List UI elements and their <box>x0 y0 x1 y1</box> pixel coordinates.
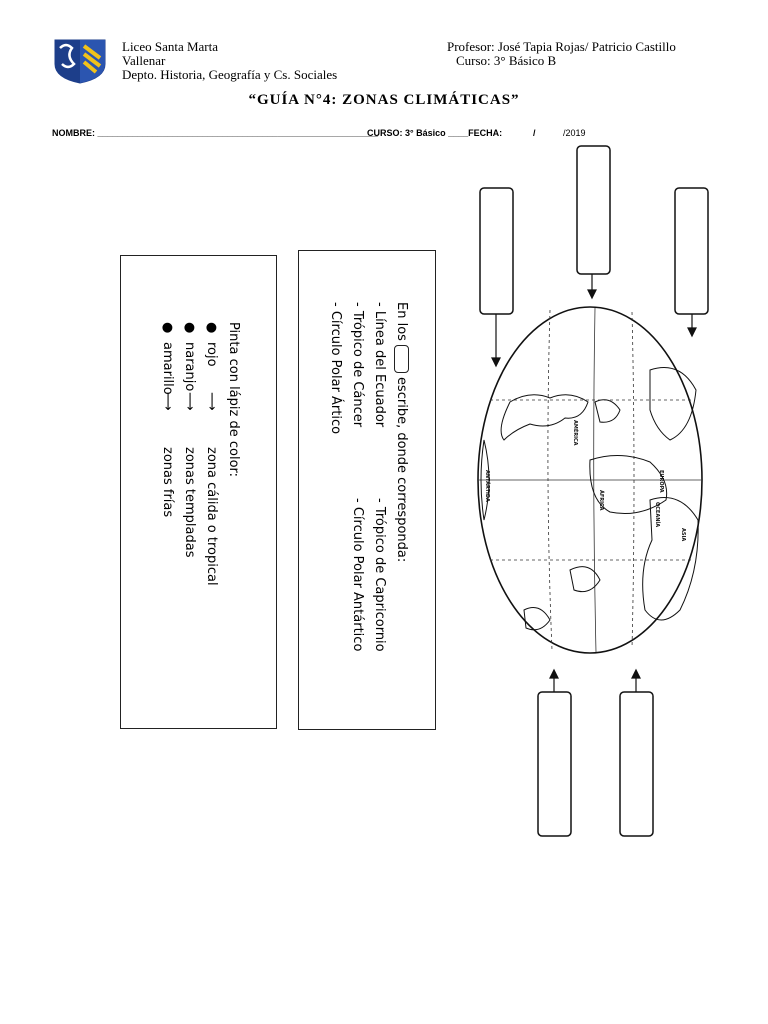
instructions-text: En losescribe, donde corresponda: - Líne… <box>324 302 412 652</box>
zone-name: zonas frías <box>160 447 175 518</box>
coloring-row: ● rojo ⟶ zona cálida o tropical <box>200 322 222 586</box>
color-name: amarillo <box>160 342 175 395</box>
coloring-row: ● naranjo ⟶ zonas templadas <box>178 322 200 557</box>
color-name: naranjo <box>182 342 197 392</box>
zone-name: zona cálida o tropical <box>204 447 219 586</box>
coloring-intro: Pinta con lápiz de color: <box>226 322 241 478</box>
teacher-name: Profesor: José Tapia Rojas/ Patricio Cas… <box>447 39 676 54</box>
answer-box-bottom-left[interactable] <box>537 691 572 837</box>
page-title: “GUÍA N°4: ZONAS CLIMÁTICAS” <box>248 92 520 108</box>
name-field[interactable]: NOMBRE: ________________________________… <box>52 128 378 138</box>
continent-antarctica <box>480 439 490 521</box>
coloring-text: Pinta con lápiz de color: ● rojo ⟶ zona … <box>156 322 244 586</box>
label-antartida: ANTÁRTIDA <box>484 470 491 502</box>
label-america: AMÉRICA <box>572 420 580 446</box>
zone-name: zonas templadas <box>182 447 197 558</box>
continent-africa <box>589 455 668 514</box>
coloring-box <box>120 255 277 729</box>
instructions-box <box>298 250 436 730</box>
instruction-item: - Línea del Ecuador - Trópico de Caprico… <box>372 302 387 652</box>
answer-box-right[interactable] <box>674 187 709 315</box>
school-city: Vallenar <box>122 53 166 68</box>
answer-box-top[interactable] <box>576 145 611 275</box>
continent-asia <box>642 497 699 621</box>
answer-box-bottom-right[interactable] <box>619 691 654 837</box>
label-asia: ASIA <box>680 528 686 541</box>
arrow-icon <box>491 274 697 692</box>
color-name: rojo <box>204 342 219 367</box>
arrow-icon: ⟶ <box>204 392 219 411</box>
school-logo <box>54 39 106 84</box>
instruction-item: - Círculo Polar Ártico <box>328 302 343 435</box>
label-africa: ÁFRICA <box>598 490 605 511</box>
course-info: Curso: 3° Básico B <box>456 53 557 68</box>
instructions-intro: En losescribe, donde corresponda: <box>394 302 409 563</box>
date-slash: / <box>533 128 536 138</box>
continent-america <box>500 394 589 441</box>
continent-europe <box>649 367 697 441</box>
department: Depto. Historia, Geografía y Cs. Sociale… <box>122 67 338 82</box>
course-date-field[interactable]: CURSO: 3° Básico ____FECHA: <box>367 128 503 138</box>
instruction-item: - Trópico de Cáncer - Círculo Polar Antá… <box>350 302 365 652</box>
coloring-row: ● amarillo ⟶ zonas frías <box>156 322 178 517</box>
label-oceania: OCEANÍA <box>654 502 662 527</box>
answer-box-left[interactable] <box>479 187 514 315</box>
arrow-icon: ⟶ <box>182 392 197 411</box>
school-name: Liceo Santa Marta <box>122 39 219 54</box>
answer-box-sample <box>394 344 409 373</box>
label-europa: EUROPA <box>658 470 664 493</box>
date-year: /2019 <box>563 128 586 138</box>
arrow-icon: ⟶ <box>160 392 175 411</box>
world-map: AMÉRICA ANTÁRTIDA ÁFRICA EUROPA ASIA OCE… <box>477 145 709 837</box>
